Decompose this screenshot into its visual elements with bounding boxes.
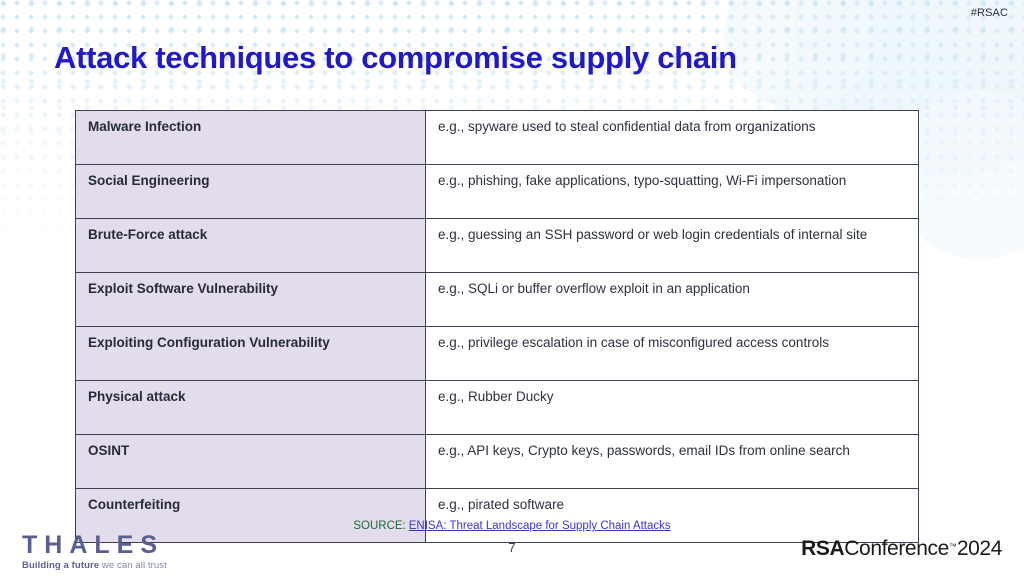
rsa-logo-rsa: RSA: [801, 537, 845, 560]
technique-cell: Social Engineering: [75, 164, 426, 219]
thales-tagline: Building a future we can all trust: [22, 561, 202, 571]
thales-wordmark: THALES: [22, 531, 164, 559]
table-row: Physical attack e.g., Rubber Ducky: [75, 380, 919, 435]
example-cell: e.g., SQLi or buffer overflow exploit in…: [425, 272, 919, 327]
thales-tagline-light: we can all trust: [101, 560, 167, 571]
technique-cell: Exploit Software Vulnerability: [75, 272, 426, 327]
thales-tagline-strong: Building a future: [22, 560, 100, 571]
technique-cell: Counterfeiting: [75, 488, 426, 543]
rsa-conference-logo: RSAConference™2024: [801, 538, 1002, 559]
example-cell: e.g., guessing an SSH password or web lo…: [425, 218, 919, 273]
table-row: Counterfeiting e.g., pirated software: [75, 488, 919, 543]
rsa-logo-conference: Conference: [844, 537, 949, 560]
example-cell: e.g., privilege escalation in case of mi…: [425, 326, 919, 381]
page-title: Attack techniques to compromise supply c…: [54, 40, 737, 75]
table-row: OSINT e.g., API keys, Crypto keys, passw…: [75, 434, 919, 489]
technique-cell: Malware Infection: [75, 110, 426, 165]
example-cell: e.g., spyware used to steal confidential…: [425, 110, 919, 165]
trademark-icon: ™: [948, 542, 957, 551]
technique-cell: Brute-Force attack: [75, 218, 426, 273]
table-row: Malware Infection e.g., spyware used to …: [75, 110, 919, 165]
rsac-hashtag: #RSAC: [970, 7, 1008, 19]
table-body: Malware Infection e.g., spyware used to …: [75, 110, 919, 543]
technique-cell: Exploiting Configuration Vulnerability: [75, 326, 426, 381]
rsa-logo-year: 2024: [956, 537, 1003, 560]
example-cell: e.g., Rubber Ducky: [425, 380, 919, 435]
table-row: Social Engineering e.g., phishing, fake …: [75, 164, 919, 219]
source-attribution: SOURCE:ENISA: Threat Landscape for Suppl…: [0, 520, 1024, 532]
technique-cell: OSINT: [75, 434, 426, 489]
example-cell: e.g., phishing, fake applications, typo-…: [425, 164, 919, 219]
table-row: Exploiting Configuration Vulnerability e…: [75, 326, 919, 381]
source-label: SOURCE:: [353, 520, 406, 532]
table-row: Exploit Software Vulnerability e.g., SQL…: [75, 272, 919, 327]
attack-techniques-table: Malware Infection e.g., spyware used to …: [75, 110, 919, 543]
example-cell: e.g., pirated software: [425, 488, 919, 543]
table-row: Brute-Force attack e.g., guessing an SSH…: [75, 218, 919, 273]
example-cell: e.g., API keys, Crypto keys, passwords, …: [425, 434, 919, 489]
thales-logo: THALES Building a future we can all trus…: [22, 533, 202, 571]
source-link[interactable]: ENISA: Threat Landscape for Supply Chain…: [408, 520, 671, 532]
page-number: 7: [508, 540, 516, 555]
technique-cell: Physical attack: [75, 380, 426, 435]
